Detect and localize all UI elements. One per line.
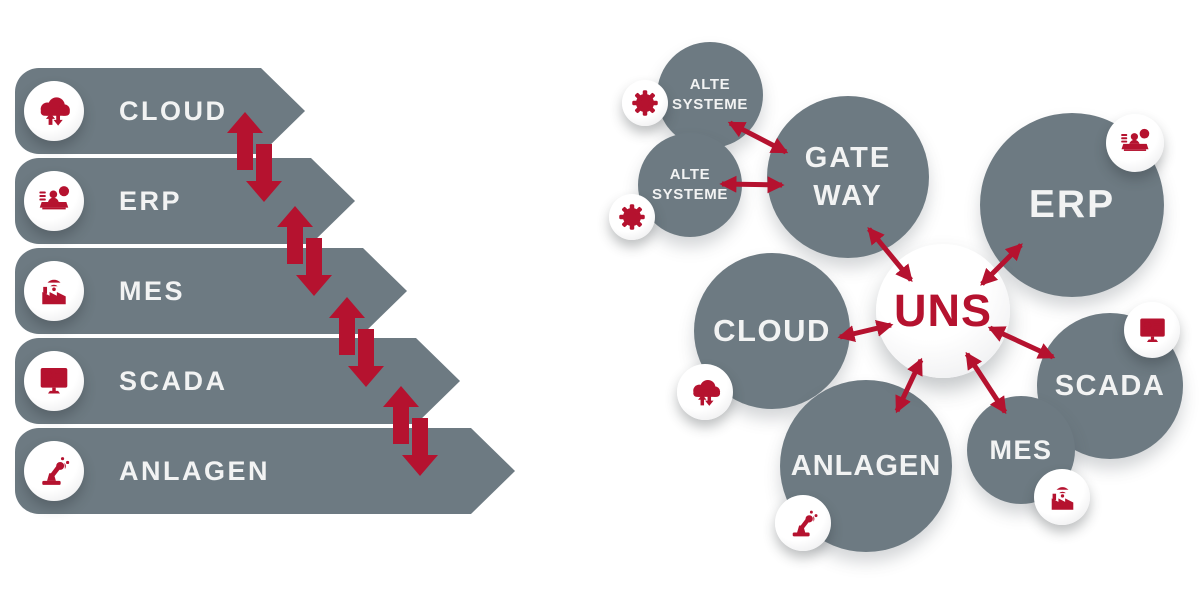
gear-icon: [609, 194, 655, 240]
node-label-alte-systeme-2-line2: SYSTEME: [652, 186, 728, 203]
cloud-sync-icon: [24, 81, 84, 141]
node-label-erp: ERP: [1028, 183, 1116, 226]
cloud-sync-icon: [677, 364, 733, 420]
node-label-alte-systeme-1-line1: ALTE: [689, 76, 731, 94]
factory-wifi-icon: [24, 261, 84, 321]
robot-arm-icon: [775, 495, 831, 551]
node-label-anlagen: ANLAGEN: [790, 449, 942, 482]
layer-label-scada: SCADA: [119, 365, 228, 396]
node-gateway: GATE WAY: [767, 96, 929, 258]
node-label-cloud: CLOUD: [713, 313, 831, 348]
node-label-alte-systeme-2-line1: ALTE: [669, 166, 711, 184]
robot-arm-icon: [24, 441, 84, 501]
scada-monitor-icon: [24, 351, 84, 411]
node-label-uns: UNS: [893, 285, 992, 336]
erp-desk-clock-icon: [1106, 114, 1164, 172]
erp-desk-clock-icon: [24, 171, 84, 231]
node-uns-center: UNS: [876, 244, 1010, 378]
factory-wifi-icon: [1034, 469, 1090, 525]
node-label-gateway-line1: GATE: [804, 141, 892, 174]
node-label-alte-systeme-1-line2: SYSTEME: [672, 96, 748, 113]
node-label-mes: MES: [989, 434, 1053, 465]
layer-bar-anlagen: ANLAGEN: [15, 428, 515, 514]
layer-label-anlagen: ANLAGEN: [119, 455, 270, 486]
layer-label-erp: ERP: [119, 185, 183, 216]
node-alte-systeme-1: ALTE SYSTEME: [657, 42, 763, 148]
layer-label-cloud: CLOUD: [119, 95, 228, 126]
node-label-gateway-line2: WAY: [813, 180, 883, 212]
node-label-scada: SCADA: [1054, 369, 1166, 402]
layer-label-mes: MES: [119, 275, 186, 306]
gear-icon: [622, 80, 668, 126]
scada-monitor-icon: [1124, 302, 1180, 358]
